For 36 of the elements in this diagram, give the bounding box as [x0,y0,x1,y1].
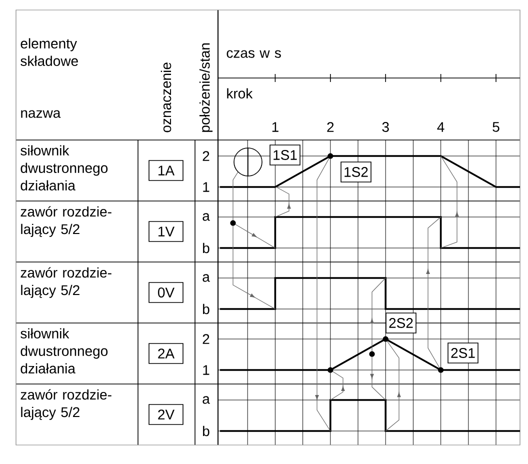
state-value: a [202,274,210,282]
state-value: b [203,242,210,254]
state-value: 2 [202,334,210,344]
step-number: 2 [327,122,334,132]
axis-label: krok [227,88,253,98]
designation-box: 0V [148,282,184,303]
step-number: 4 [437,122,444,132]
step-number: 3 [382,122,389,132]
state-value: a [202,396,210,404]
sensor-label: 1S1 [270,144,300,166]
row-name: zawór rozdzie- lający 5/2 [20,267,112,298]
state-value: 2 [202,151,210,161]
column-heading: położenie/stan [199,43,213,132]
sensor-label: 1S2 [340,162,372,182]
start-switch-symbol [234,147,262,177]
sensor-label: 2S2 [386,312,416,334]
row-name: siłownik dwustronnego działania [20,328,108,374]
sensor-label: 2S1 [448,342,478,364]
axis-label: czas w s [226,50,281,58]
state-value: b [203,426,210,436]
designation-box: 1A [148,160,184,181]
designation-box: 2A [148,343,184,364]
state-value: 1 [203,182,210,192]
elementy-heading: elementy składowe [20,38,78,66]
state-value: a [202,213,210,221]
row-name: zawór rozdzie- lający 5/2 [20,206,112,237]
row-name: siłownik dwustronnego działania [20,145,108,190]
column-heading: oznaczenie [160,62,172,132]
column-heading: nazwa [21,110,61,118]
state-value: 1 [203,365,210,375]
designation-box: 1V [148,221,184,242]
step-number: 5 [492,122,500,132]
state-value: b [203,304,210,314]
row-name: zawór rozdzie- lający 5/2 [20,389,112,420]
step-number: 1 [272,122,278,132]
designation-box: 2V [148,404,184,425]
